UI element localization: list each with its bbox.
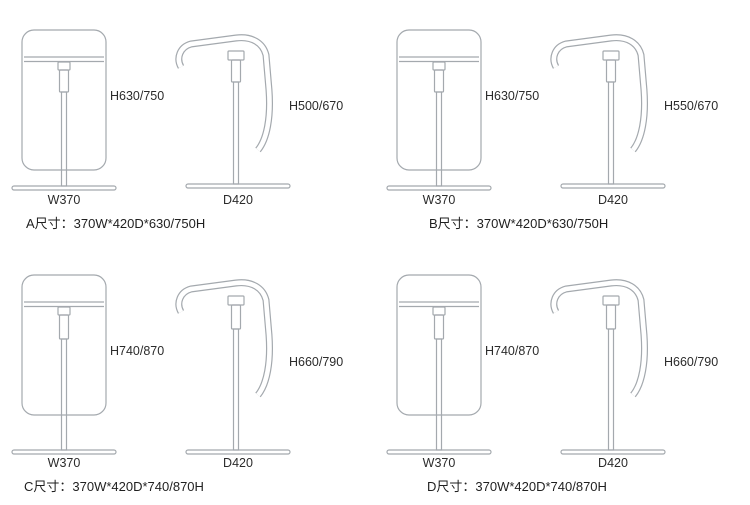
base-plate-side xyxy=(560,449,666,455)
gas-lift-cylinder xyxy=(58,69,70,93)
seat-bracket xyxy=(432,306,446,316)
seat-tube-fill xyxy=(551,280,647,397)
seat-frame xyxy=(396,29,482,171)
panel-c: H740/870 W370 H660/790 D420 C尺寸：370W*420… xyxy=(0,253,375,505)
base-plate-side xyxy=(185,449,291,455)
front-height-label: H630/750 xyxy=(110,89,164,103)
seat-bracket xyxy=(57,61,71,71)
front-view-drawing xyxy=(386,274,492,455)
seat-frame xyxy=(396,274,482,416)
seat-bracket-side xyxy=(602,295,620,306)
seat-frame xyxy=(21,274,107,416)
front-width-label: W370 xyxy=(423,456,456,470)
pole-side xyxy=(607,81,615,185)
side-depth-label: D420 xyxy=(223,456,253,470)
panel-c-drawing: H740/870 W370 H660/790 D420 C尺寸：370W*420… xyxy=(11,274,343,494)
side-depth-label: D420 xyxy=(223,193,253,207)
panel-a-drawing: H630/750 W370 H500/670 D420 A尺寸：370W*420… xyxy=(11,29,343,231)
seat-bracket xyxy=(432,61,446,71)
base-plate xyxy=(11,185,117,191)
base-plate-side xyxy=(560,183,666,189)
seat-tube-outline xyxy=(550,279,648,398)
pole xyxy=(60,338,68,451)
pole-side xyxy=(607,328,615,451)
panel-caption: D尺寸：370W*420D*740/870H xyxy=(427,479,607,494)
pole-side xyxy=(232,81,240,185)
panel-b: H630/750 W370 H550/670 D420 B尺寸：370W*420… xyxy=(375,0,750,252)
side-depth-label: D420 xyxy=(598,193,628,207)
panel-caption: C尺寸：370W*420D*740/870H xyxy=(24,479,204,494)
seat-tube-fill xyxy=(176,280,272,397)
front-view-drawing xyxy=(11,274,117,455)
pole xyxy=(60,91,68,187)
seat-frame xyxy=(21,29,107,171)
base-plate-side xyxy=(185,183,291,189)
pole xyxy=(435,338,443,451)
base-plate xyxy=(386,449,492,455)
side-height-label: H660/790 xyxy=(289,355,343,369)
panel-b-drawing: H630/750 W370 H550/670 D420 B尺寸：370W*420… xyxy=(386,29,718,231)
seat-tube-outline xyxy=(175,34,273,153)
pole-side xyxy=(232,328,240,451)
panel-d: H740/870 W370 H660/790 D420 D尺寸：370W*420… xyxy=(375,253,750,505)
front-height-label: H630/750 xyxy=(485,89,539,103)
front-height-label: H740/870 xyxy=(110,344,164,358)
side-height-label: H550/670 xyxy=(664,99,718,113)
seat-bracket-side xyxy=(227,50,245,61)
panel-a: H630/750 W370 H500/670 D420 A尺寸：370W*420… xyxy=(0,0,375,252)
seat-tube-fill xyxy=(176,35,272,152)
front-height-label: H740/870 xyxy=(485,344,539,358)
gas-lift-cylinder xyxy=(58,314,70,340)
seat-tube-outline xyxy=(175,279,273,398)
seat-bracket xyxy=(57,306,71,316)
base-plate xyxy=(11,449,117,455)
pole xyxy=(435,91,443,187)
seat-tube-outline xyxy=(550,34,648,153)
seat-tube-fill xyxy=(551,35,647,152)
panel-caption: A尺寸：370W*420D*630/750H xyxy=(26,216,205,231)
side-view-drawing xyxy=(550,34,666,189)
side-height-label: H500/670 xyxy=(289,99,343,113)
side-view-drawing xyxy=(175,34,291,189)
front-width-label: W370 xyxy=(48,456,81,470)
front-width-label: W370 xyxy=(423,193,456,207)
seat-bracket-side xyxy=(227,295,245,306)
side-depth-label: D420 xyxy=(598,456,628,470)
gas-lift-cylinder xyxy=(433,314,445,340)
gas-lift-cylinder-side xyxy=(230,59,242,83)
gas-lift-cylinder-side xyxy=(605,304,617,330)
side-height-label: H660/790 xyxy=(664,355,718,369)
gas-lift-cylinder xyxy=(433,69,445,93)
gas-lift-cylinder-side xyxy=(605,59,617,83)
gas-lift-cylinder-side xyxy=(230,304,242,330)
front-view-drawing xyxy=(386,29,492,191)
panel-caption: B尺寸：370W*420D*630/750H xyxy=(429,216,608,231)
front-view-drawing xyxy=(11,29,117,191)
side-view-drawing xyxy=(550,279,666,455)
front-width-label: W370 xyxy=(48,193,81,207)
seat-bracket-side xyxy=(602,50,620,61)
side-view-drawing xyxy=(175,279,291,455)
panel-d-drawing: H740/870 W370 H660/790 D420 D尺寸：370W*420… xyxy=(386,274,718,494)
base-plate xyxy=(386,185,492,191)
